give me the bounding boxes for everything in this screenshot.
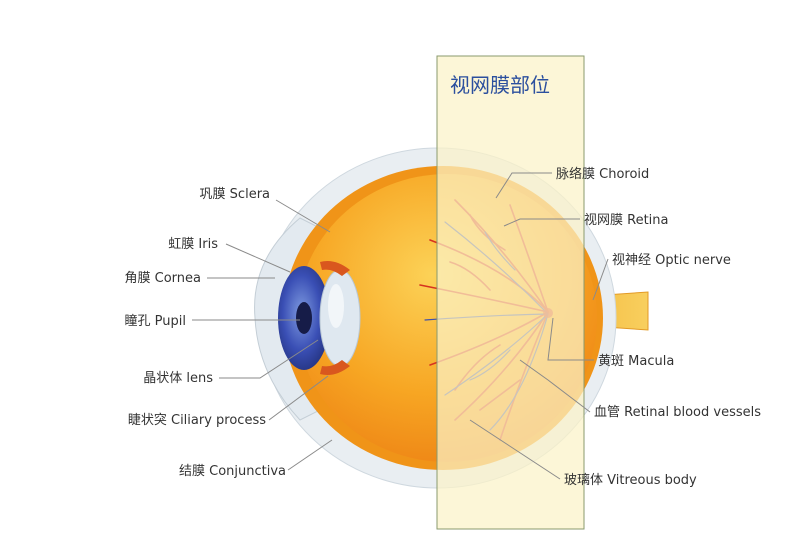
label-macula: 黄斑 Macula xyxy=(598,354,674,369)
label-retina: 视网膜 Retina xyxy=(584,213,669,228)
ciliary-process-bottom xyxy=(320,360,350,375)
ciliary-process-top xyxy=(320,261,350,276)
label-vessels: 血管 Retinal blood vessels xyxy=(594,405,761,420)
lens-highlight xyxy=(328,284,344,328)
label-choroid: 脉络膜 Choroid xyxy=(556,166,649,182)
label-pupil: 瞳孔 Pupil xyxy=(125,314,186,329)
label-cornea: 角膜 Cornea xyxy=(125,271,201,286)
label-optic-nerve: 视神经 Optic nerve xyxy=(612,253,731,268)
right-leader-lines xyxy=(469,172,609,480)
label-vitreous: 玻璃体 Vitreous body xyxy=(564,473,697,488)
label-ciliary: 睫状突 Ciliary process xyxy=(128,412,266,428)
left-leader-lines xyxy=(192,199,333,471)
label-iris: 虹膜 Iris xyxy=(168,237,218,252)
label-conjunctiva: 结膜 Conjunctiva xyxy=(179,464,286,479)
pupil xyxy=(296,302,312,334)
label-sclera: 巩膜 Sclera xyxy=(200,187,270,202)
retina-panel-title: 视网膜部位 xyxy=(450,73,550,97)
label-lens: 晶状体 lens xyxy=(143,371,213,386)
retina-panel xyxy=(436,55,585,530)
